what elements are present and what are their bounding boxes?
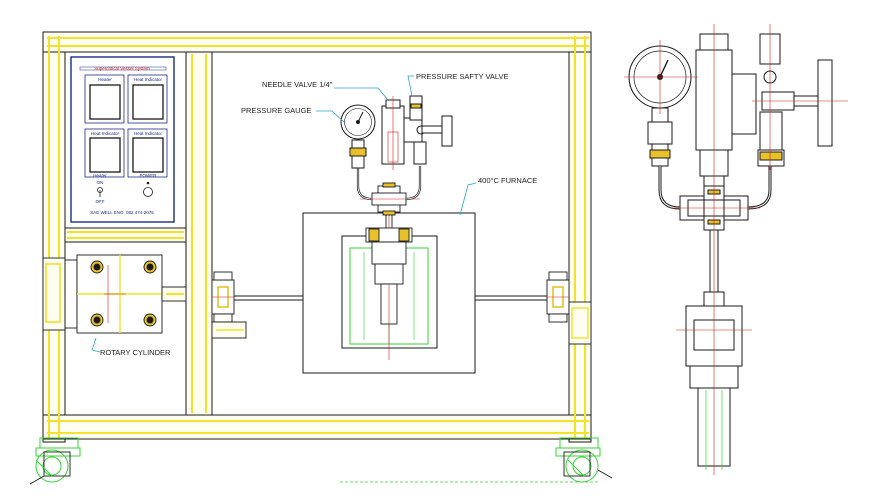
rotary-cylinder [42, 254, 187, 334]
heat-indicator-label-2: Heat Indicator [91, 131, 120, 136]
left-bearing-block [211, 271, 247, 339]
heat-indicator-label-3: Heat Indicator [134, 131, 163, 136]
pressure-gauge [340, 104, 376, 169]
side-view [628, 33, 833, 467]
heater-label: Heater [98, 77, 112, 82]
needle-valve-leader [334, 87, 389, 101]
switch-on-label: ON [97, 180, 104, 185]
switch-label: Heater [93, 173, 107, 178]
panel-footer: SAE WELL ENG. 082 474-2075 [90, 210, 154, 215]
left-caster [29, 437, 81, 485]
label-needle-valve: NEEDLE VALVE 1/4" [262, 80, 333, 89]
heat-indicator-label-1: Heat Indicator [134, 77, 163, 82]
front-piping [356, 166, 422, 228]
frame-yellow-rails [47, 36, 589, 438]
reactor-vessel [365, 227, 413, 325]
side-center-lines [624, 24, 848, 475]
panel-title: Supercritical Vessel System [94, 66, 150, 71]
power-indicator-dot [146, 181, 150, 185]
right-caster [555, 437, 613, 483]
safety-valve-leader [407, 75, 414, 97]
label-furnace: 400°C FURNACE [478, 176, 537, 185]
label-rotary-cylinder: ROTARY CYLINDER [100, 348, 171, 357]
furnace-leader [459, 182, 477, 216]
label-pressure-gauge: PRESSURE GAUGE [241, 106, 311, 115]
right-bearing-block [546, 271, 592, 345]
pressure-gauge-leader [316, 110, 345, 123]
label-pressure-safety-valve: PRESSURE SAFTY VALVE [416, 72, 509, 81]
side-green-accents [705, 390, 723, 470]
power-lamp [143, 187, 153, 197]
needle-valve [381, 95, 453, 170]
rotary-cylinder-leader [91, 337, 101, 353]
control-panel: Supercritical Vessel System Heater Heat … [70, 56, 175, 223]
switch-off-label: OFF [96, 199, 105, 204]
power-label: POWER [139, 173, 157, 178]
